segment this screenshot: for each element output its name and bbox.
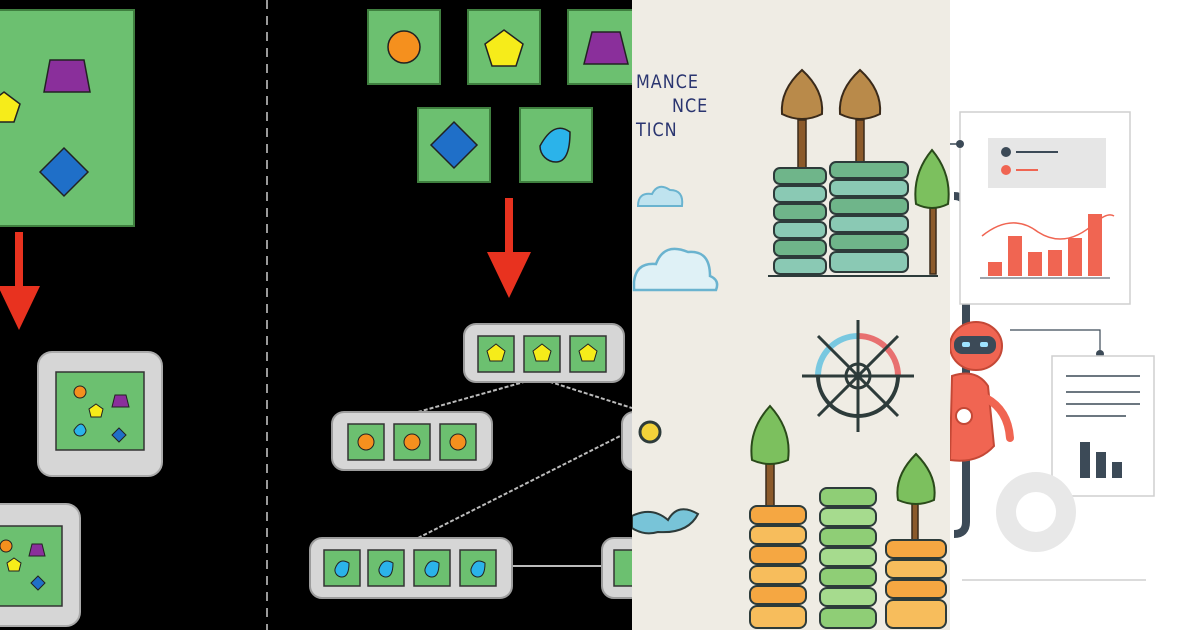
sun-icon: [638, 420, 662, 444]
trapezoid-icon: [28, 543, 46, 557]
trapezoid-icon: [111, 394, 130, 408]
shape-tile: [367, 9, 441, 85]
panel-c-drawing: [632, 68, 950, 629]
tree-icon: [780, 68, 824, 171]
partial-container: [621, 411, 632, 471]
pentagon-icon: [6, 557, 22, 572]
shape-tile: [519, 107, 593, 183]
panel-b-diagram: [309, 9, 632, 599]
panel-analytics-illustration: [950, 0, 1200, 630]
diamond-icon: [30, 575, 46, 591]
shape-tile: [417, 107, 491, 183]
caption-line-1: MANCE: [636, 70, 699, 93]
robot-icon: [950, 321, 1014, 462]
pentagon-row-container: [463, 323, 625, 383]
donut-chart-icon: [996, 472, 1076, 552]
arrow-down-icon: [0, 232, 40, 330]
document-card: [1051, 355, 1155, 497]
panel-split-tiles: [268, 0, 632, 630]
connector-line: [417, 377, 539, 413]
tree-icon: [838, 68, 882, 171]
connector-line: [537, 377, 632, 409]
circle-row-container: [331, 411, 493, 471]
caption-line-2: NCE: [672, 94, 709, 117]
ship-wheel-icon: [802, 320, 914, 432]
panel-growth-illustration: MANCE NCE TICN: [632, 0, 950, 630]
coin-stack: [819, 487, 877, 629]
shape-tile: [567, 9, 632, 85]
coin-stack: [749, 505, 807, 629]
coin-stack: [773, 167, 827, 275]
pentagon-icon: [0, 91, 21, 123]
trapezoid-icon: [43, 59, 91, 93]
coin-stack: [885, 539, 947, 629]
pentagon-icon: [88, 403, 104, 418]
arrow-down-icon: [487, 198, 531, 298]
bar-chart-icon: [988, 214, 1102, 276]
panel-d-drawing: [950, 111, 1155, 581]
chart-card: [950, 111, 1131, 305]
diamond-icon: [38, 146, 90, 198]
connector-line: [1010, 329, 1101, 354]
diamond-icon: [111, 427, 127, 443]
panel-a-diagram: [0, 9, 163, 627]
tree-icon: [896, 452, 936, 543]
circle-icon: [73, 385, 87, 399]
shape-tile: [467, 9, 541, 85]
drop-row-container: [309, 537, 513, 599]
tree-icon: [750, 404, 790, 509]
circle-icon: [0, 539, 13, 553]
partial-tile: [613, 549, 632, 587]
cloud-icon: [636, 185, 684, 207]
caption-line-3: TICN: [636, 118, 678, 141]
drop-icon: [73, 423, 87, 437]
connector-line: [417, 429, 632, 539]
wave-icon: [632, 508, 700, 535]
panel-single-tile: [0, 0, 268, 630]
coin-stack: [829, 161, 909, 273]
cloud-icon: [632, 247, 719, 292]
tree-icon: [914, 148, 950, 275]
